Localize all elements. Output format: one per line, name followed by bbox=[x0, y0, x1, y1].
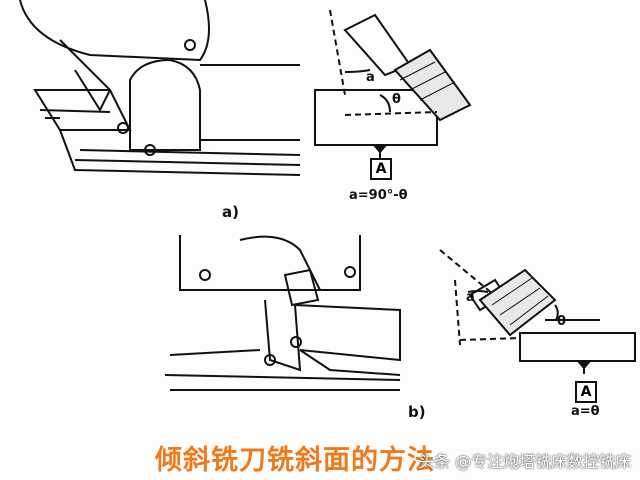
theta-label-b: θ bbox=[557, 314, 566, 329]
caption: 倾斜铣刀铣斜面的方法 bbox=[155, 445, 435, 476]
datum-box-b: A bbox=[575, 381, 597, 403]
angle-a-label-b: a bbox=[466, 290, 475, 305]
machine-drawing-a bbox=[19, 0, 301, 176]
figure-label-b: b) bbox=[408, 403, 426, 421]
machine-drawing-b bbox=[164, 235, 401, 391]
angle-a-label-a: a bbox=[366, 70, 375, 85]
tool-diagram-b bbox=[439, 249, 636, 374]
formula-a: a=90°-θ bbox=[349, 188, 408, 203]
formula-b: a=θ bbox=[571, 404, 600, 419]
theta-label-a: θ bbox=[392, 92, 401, 107]
tool-diagram-a bbox=[314, 9, 472, 158]
datum-box-a: A bbox=[370, 158, 392, 180]
watermark: 头条 @专注炮塔铣床数控铣床 bbox=[418, 452, 632, 471]
figure-label-a: a) bbox=[222, 203, 239, 221]
